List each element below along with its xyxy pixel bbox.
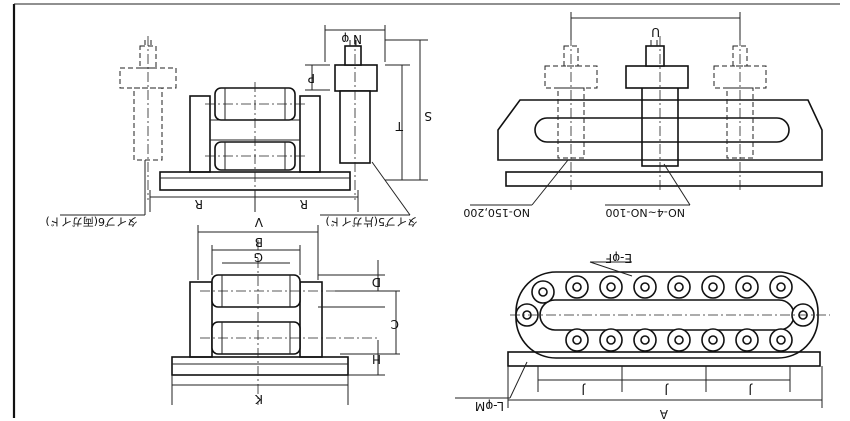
chain-links-upper	[531, 275, 793, 304]
dim-D: D	[372, 275, 381, 289]
dim-U: U	[651, 25, 660, 39]
dim-J-3: J	[748, 383, 753, 397]
dim-H: H	[372, 352, 381, 366]
dim-R-right: R	[300, 197, 308, 211]
label-type6: タイプ6(両ガイド)	[45, 215, 138, 228]
dim-V: V	[254, 215, 263, 229]
dim-L-phi-M: L-φM	[475, 399, 504, 413]
label-type5: タイプ5(片ガイド)	[325, 215, 418, 228]
dim-A: A	[659, 407, 668, 421]
chain-links-lower	[515, 303, 815, 352]
label-no-150-200: NO-150,200	[463, 206, 530, 219]
dim-P: P	[308, 71, 315, 85]
front-view-roller-assembly: R R N φ P T S タイプ6(両ガイド) タイプ5(片ガイド)	[45, 25, 432, 228]
dim-J-1: J	[581, 383, 586, 397]
chain-guide-front-view: U NO-150,200 NO-4~NO-100	[463, 12, 823, 219]
chain-base-plate	[505, 171, 823, 187]
dim-E-phi-F: E-φF	[605, 251, 632, 265]
chain-top-view: E-φF J J J A L-φM	[455, 251, 830, 421]
dim-N-phi: N φ	[341, 32, 362, 46]
dim-R-left: R	[195, 197, 203, 211]
right-guide-head	[334, 64, 378, 92]
center-head	[625, 65, 689, 89]
dim-T: T	[395, 119, 404, 133]
dim-G: G	[254, 250, 263, 264]
label-no-4-100: NO-4~NO-100	[605, 206, 685, 219]
dim-S: S	[424, 109, 432, 123]
dim-C: C	[391, 317, 399, 331]
guide-slot	[534, 117, 790, 143]
dim-B: B	[255, 235, 263, 249]
chain-plan-base	[507, 351, 821, 367]
dim-K: K	[254, 392, 263, 406]
side-base-plate	[171, 356, 349, 376]
side-view-roller-assembly: V B G D C H K	[171, 215, 400, 406]
dim-J-2: J	[664, 383, 669, 397]
